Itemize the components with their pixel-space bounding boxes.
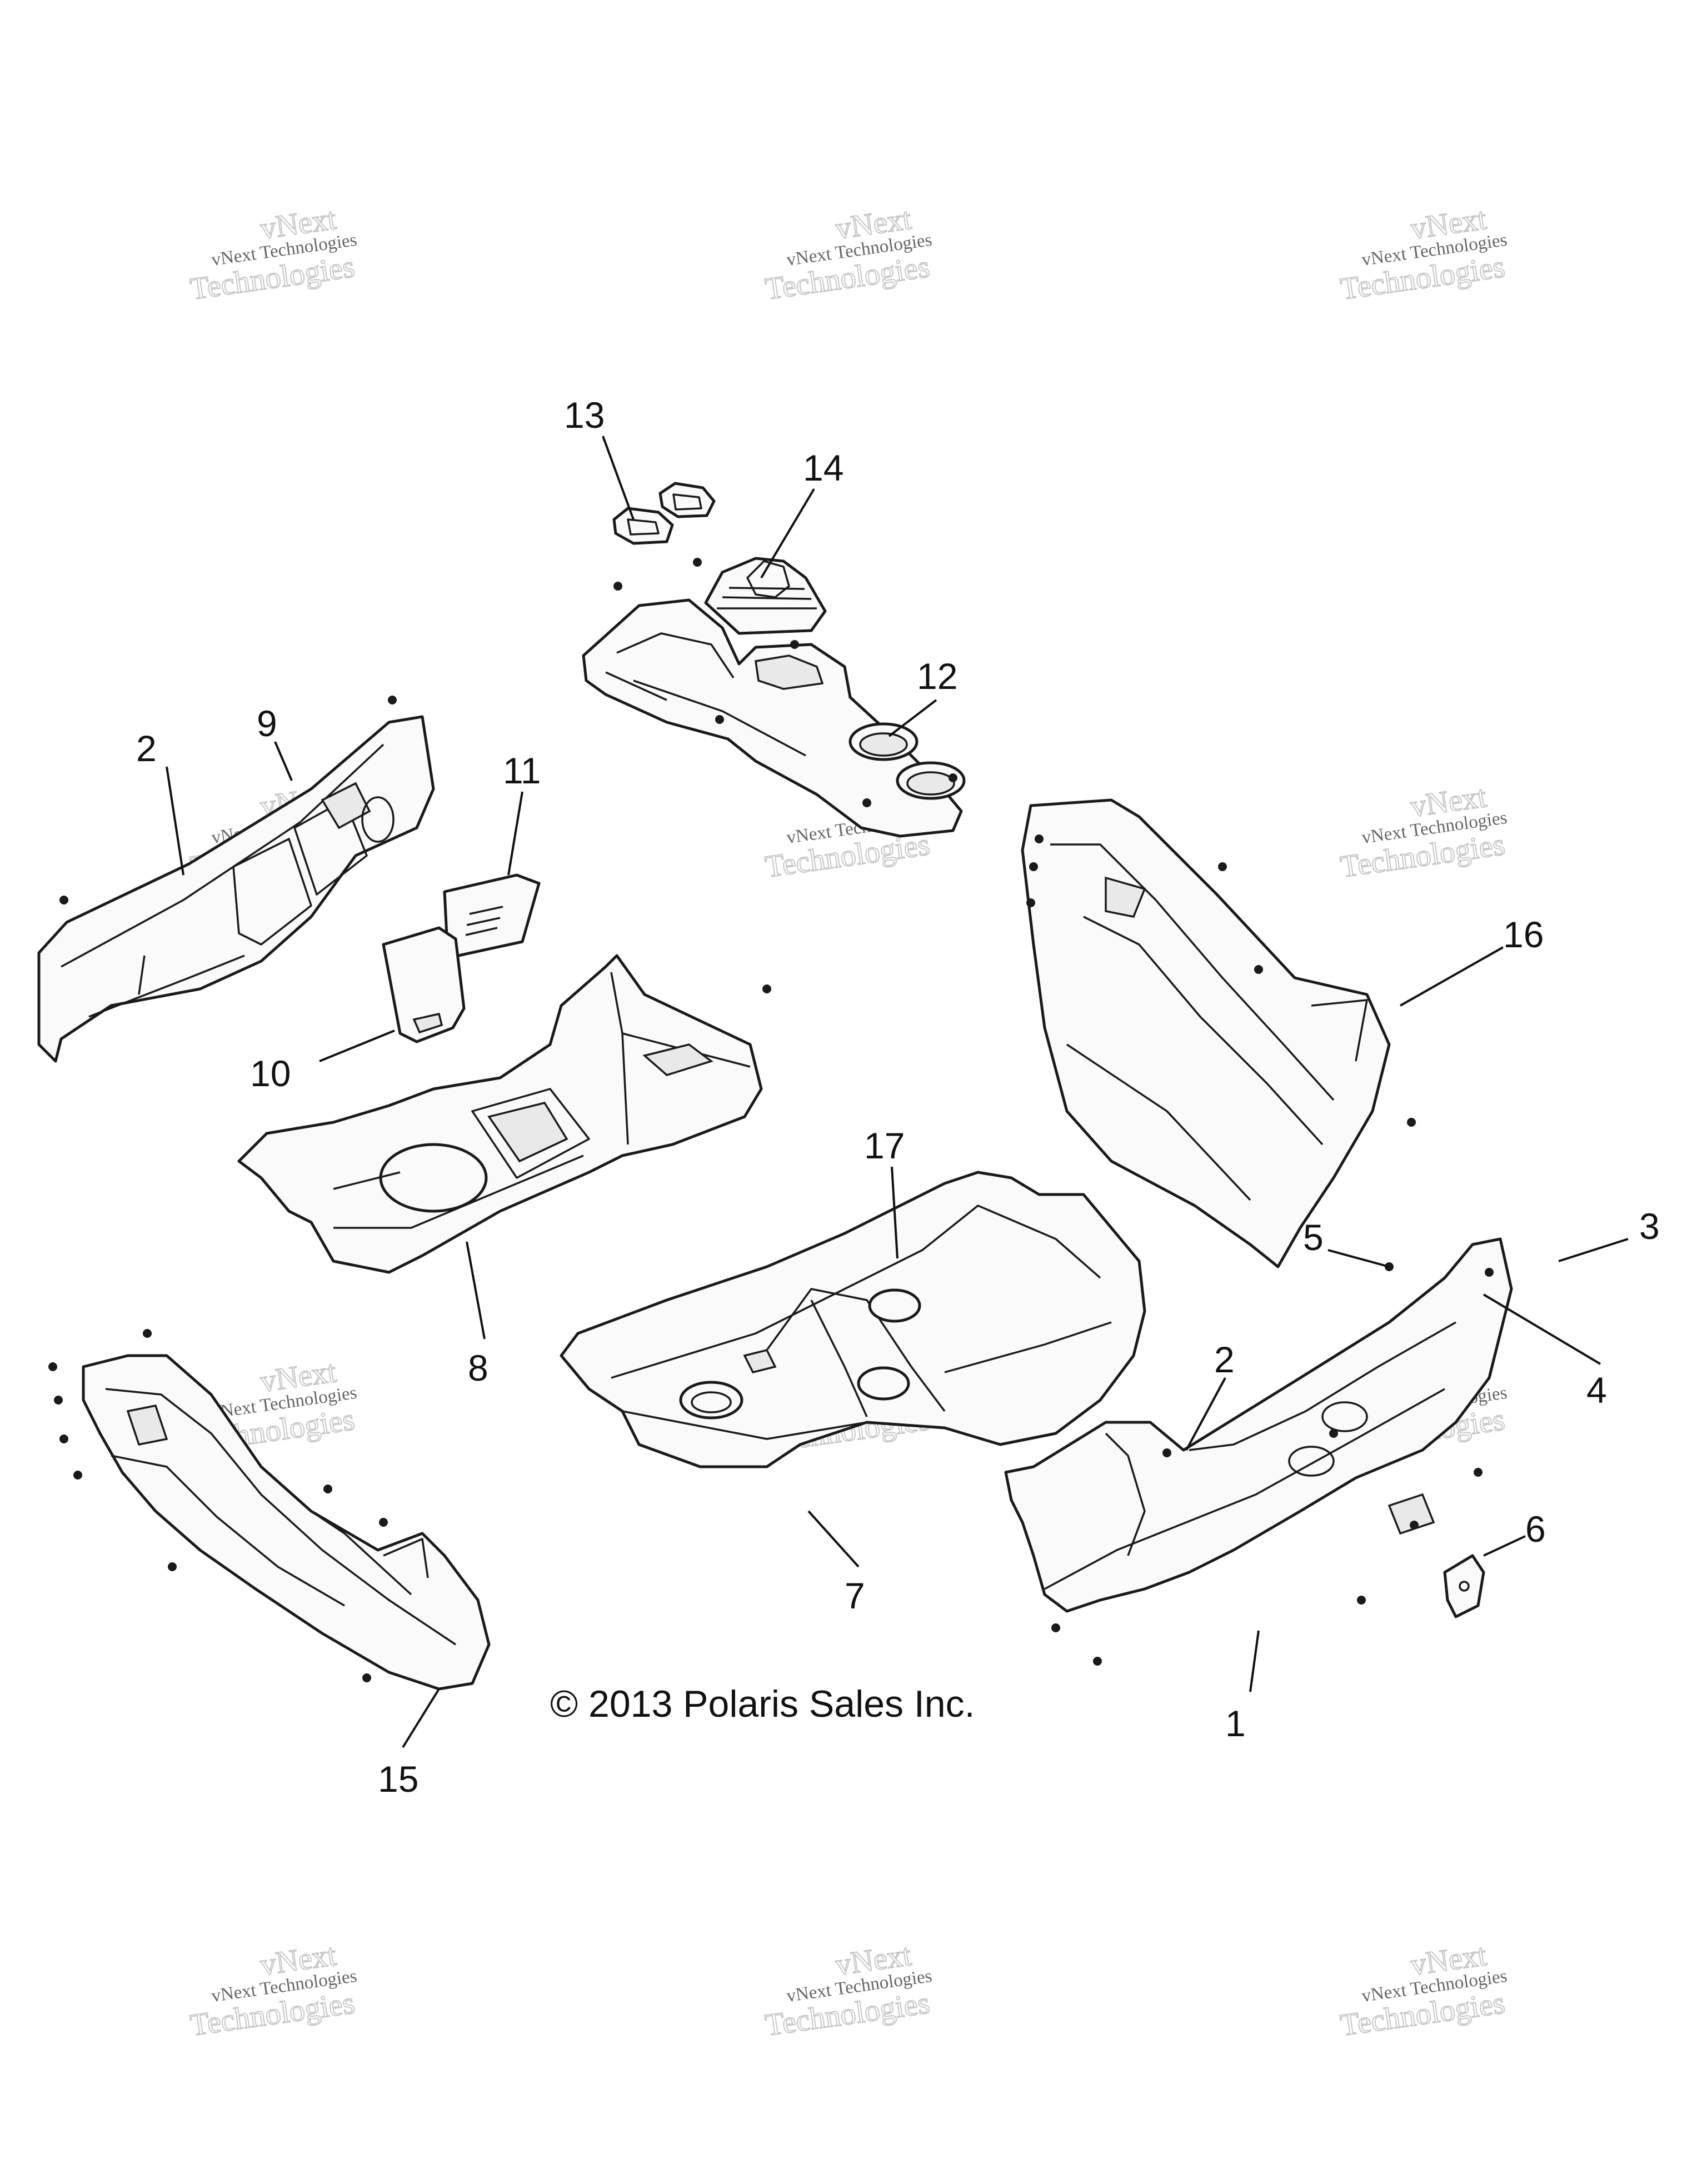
fastener [1029,862,1038,871]
fastener [73,1471,82,1480]
watermark: vNext vNext Technologies Technologies [1337,1937,1508,2043]
fastener [1329,1429,1338,1438]
callout-8: 8 [468,1347,488,1388]
fastener [613,582,622,591]
callout-3: 3 [1639,1206,1660,1247]
callout-6: 6 [1525,1508,1546,1550]
watermark: vNext vNext Technologies Technologies [187,201,358,307]
leader-lines [166,436,1629,1748]
part-16-right-rocker [1021,798,1391,1268]
fastener [143,1329,152,1338]
fastener [168,1562,177,1571]
fastener [1162,1448,1171,1457]
callout-4: 4 [1586,1370,1607,1411]
watermark: vNext vNext Technologies Technologies [187,1937,358,2043]
fastener [1093,1657,1102,1666]
fastener [949,773,957,782]
callout-15: 15 [378,1758,418,1800]
part-7-floor-tub [560,1171,1146,1468]
callout-16: 16 [1503,914,1544,955]
fastener [862,798,871,807]
fastener [790,640,799,649]
part-13-boots [612,482,716,545]
part-8-floor-tray [237,954,763,1274]
part-12-center-console [582,598,966,838]
fastener [1218,862,1227,871]
part-1-footwell-panel [1004,1237,1513,1613]
callout-13: 13 [564,394,605,436]
callout-5: 5 [1303,1217,1324,1258]
part-15-left-rocker [82,1354,491,1691]
fastener [1407,1118,1416,1127]
callout-7: 7 [845,1575,865,1616]
part-6-bracket [1443,1554,1485,1618]
callout-10: 10 [250,1053,291,1094]
fasteners [48,558,1494,1682]
callout-9: 9 [257,703,277,744]
copyright-notice: © 2013 Polaris Sales Inc. [550,1683,975,1725]
part-14-shift-boot [704,557,827,635]
fastener [762,984,771,993]
part-9-dash-panel [37,715,435,1063]
part-11-cover [443,873,541,957]
fastener [362,1673,371,1682]
fastener [1474,1468,1483,1477]
fastener [323,1485,332,1493]
fastener [1026,898,1035,907]
fastener [693,558,702,567]
fastener [59,1435,68,1443]
fastener [1485,1268,1494,1277]
fastener [1357,1596,1366,1605]
callout-2: 2 [136,728,157,769]
fastener [1051,1623,1060,1632]
watermark: vNext vNext Technologies Technologies [762,201,933,307]
callout-12: 12 [917,656,957,697]
fastener [54,1396,63,1405]
fastener [59,896,68,904]
fastener [48,1362,57,1371]
callout-2: 2 [1214,1339,1235,1380]
fastener [1410,1521,1419,1530]
fastener [388,696,397,704]
fastener [715,715,724,724]
fastener [1254,965,1263,974]
part-10-glovebox-door [382,926,466,1043]
callout-14: 14 [803,447,843,488]
callout-1: 1 [1225,1703,1246,1744]
fastener [1035,834,1044,843]
watermark: vNext vNext Technologies Technologies [1337,201,1508,307]
watermark: vNext vNext Technologies Technologies [1337,779,1508,885]
watermark: vNext vNext Technologies Technologies [762,1937,933,2043]
callout-11: 11 [503,750,541,791]
fastener [379,1518,388,1527]
callouts: 1 2 2 3 4 5 6 7 8 9 10 11 12 13 14 15 16… [136,394,1660,1800]
callout-17: 17 [864,1125,905,1166]
